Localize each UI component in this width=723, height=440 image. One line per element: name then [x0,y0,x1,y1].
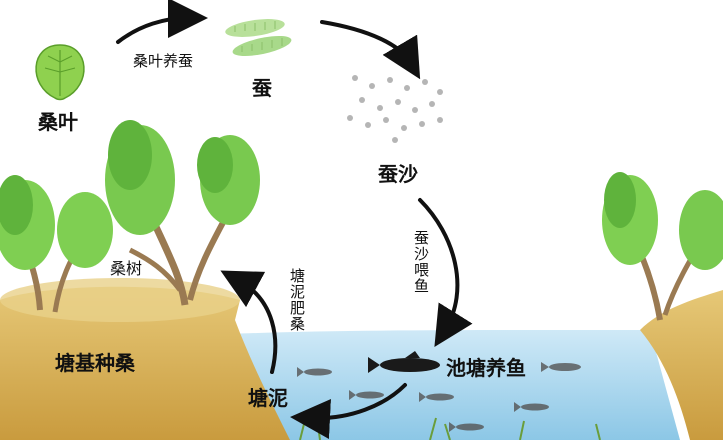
arrow-leaf-to-silkworm [116,0,208,44]
arrow-mud-to-tree [220,270,278,374]
silkworm-droppings-icon [347,75,443,143]
left-dike [0,286,290,440]
mud-fertilizes-label: 塘泥肥桑 [288,268,306,332]
pond-mud-label: 塘泥 [248,386,288,410]
silkworm-label: 蚕 [252,76,272,100]
dike-mulberry-label: 塘基种桑 [55,351,135,375]
arrow-silkworm-to-droppings [320,20,421,80]
pond-fish-label: 池塘养鱼 [446,356,526,380]
silkworm-icon [225,19,292,57]
mulberry-leaf-icon [35,44,85,101]
cycle-arrows [116,0,473,439]
arrow-pond-to-mud [290,383,407,439]
mulberry-tree-label: 桑树 [110,259,143,278]
arrow-droppings-to-pond [418,198,473,347]
left-mulberry-trees [0,120,260,313]
right-mulberry-trees [602,172,723,321]
right-dike [640,290,723,440]
mulberry-leaf-label: 桑叶 [38,110,78,134]
fish-school [297,351,581,432]
leaf-to-silkworm-label: 桑叶养蚕 [133,52,194,70]
silkworm-droppings-label: 蚕沙 [378,162,418,186]
droppings-feed-fish-label: 蚕沙喂鱼 [412,230,430,294]
main-fish [368,351,440,373]
